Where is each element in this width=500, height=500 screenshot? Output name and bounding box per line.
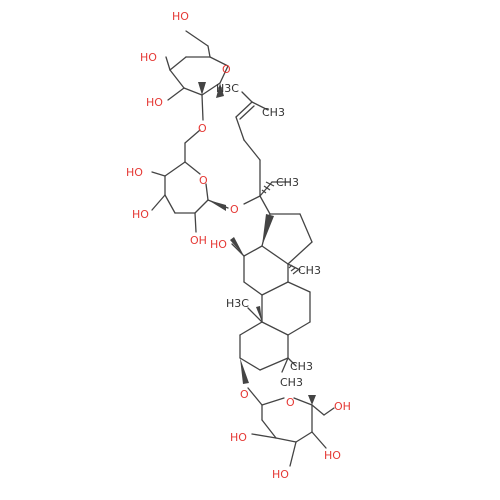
- bond: [259, 195, 271, 215]
- bond: [184, 161, 201, 175]
- bond: [243, 139, 261, 161]
- bond: [183, 87, 203, 96]
- bond: [323, 407, 335, 416]
- atom-label-methyl: CH3: [280, 376, 303, 389]
- bond: [261, 397, 285, 406]
- bond: [165, 56, 171, 71]
- atom-label-ring-oxygen: O: [286, 396, 295, 409]
- bond: [169, 56, 187, 71]
- bond: [281, 357, 289, 373]
- bond: [287, 263, 301, 271]
- bond: [241, 91, 253, 103]
- bond: [289, 441, 297, 467]
- atom-label-hydroxyl: HO: [230, 431, 247, 444]
- atom-label-hydroxyl: HO: [132, 208, 149, 221]
- wedge-bond: [208, 200, 226, 211]
- bond: [167, 87, 185, 101]
- atom-label-hydroxyl: OH: [334, 400, 351, 413]
- bond: [207, 45, 211, 58]
- bond: [201, 82, 221, 96]
- bond: [293, 397, 313, 406]
- atom-label-methyl: CH3: [298, 264, 321, 277]
- wedge-bond: [230, 237, 244, 256]
- bond: [151, 171, 166, 177]
- atom-label-hydroxyl: HO: [324, 449, 341, 462]
- wedge-bond: [308, 395, 316, 405]
- atom-label-methyl: CH3: [290, 360, 313, 373]
- wedge-bond: [198, 82, 206, 95]
- atom-label-methyl: H3C: [226, 297, 249, 310]
- atom-label-methyl: CH3: [262, 106, 285, 119]
- bond: [261, 281, 289, 296]
- atom-label-hydroxyl: HO: [126, 166, 143, 179]
- bond: [243, 245, 263, 257]
- hash-bond: [261, 189, 267, 194]
- bond: [194, 212, 197, 233]
- wedge-bond: [240, 358, 249, 384]
- hash-bond: [263, 185, 271, 191]
- bond: [247, 387, 263, 406]
- bond: [287, 281, 311, 293]
- bond: [201, 94, 204, 121]
- bond: [275, 437, 297, 443]
- bond: [209, 56, 229, 67]
- bond: [239, 357, 261, 371]
- bond: [194, 199, 209, 214]
- bond: [231, 243, 245, 257]
- bond: [235, 116, 245, 141]
- bond: [164, 161, 186, 177]
- atom-label-hydroxyl: HO: [210, 238, 227, 251]
- bond: [243, 195, 261, 205]
- stereo-bonds: [198, 82, 316, 405]
- bond: [251, 433, 277, 439]
- bond: [299, 213, 313, 243]
- bond: [164, 194, 176, 214]
- bond: [261, 245, 289, 265]
- bond: [311, 404, 325, 416]
- atom-label-ring-oxygen: O: [199, 174, 208, 187]
- atom-labels: HO HO HO O H3C CH3 O O HO HO OH O CH3 HO…: [126, 10, 351, 481]
- bond: [287, 357, 297, 367]
- bond: [205, 183, 209, 201]
- bond: [247, 307, 263, 323]
- bond: [239, 321, 263, 336]
- atom-label-hydroxyl: HO: [146, 96, 163, 109]
- hash-bond: [292, 269, 299, 275]
- atom-label-hydroxyl: HO: [272, 468, 289, 481]
- bond: [219, 65, 229, 84]
- hash-bond: [265, 181, 275, 187]
- bond: [287, 241, 313, 265]
- wedge-bond: [256, 306, 262, 322]
- bond: [311, 431, 327, 449]
- hash-bond: [290, 267, 296, 272]
- atom-label-hydroxyl: HO: [172, 10, 189, 23]
- bond: [151, 194, 166, 211]
- bond: [261, 321, 289, 336]
- atom-label-ether-oxygen: O: [198, 122, 207, 135]
- bond: [235, 101, 253, 118]
- bond: [185, 30, 209, 47]
- atom-label-methyl: H3C: [216, 82, 239, 95]
- bond: [243, 281, 263, 296]
- atom-label-ether-oxygen: O: [230, 203, 239, 216]
- atom-label-ether-oxygen: O: [240, 388, 249, 401]
- wedge-bond: [262, 214, 274, 246]
- bond: [261, 419, 277, 439]
- bond: [287, 321, 311, 336]
- bond: [295, 431, 313, 443]
- hash-bond: [288, 264, 293, 269]
- atom-label-hydroxyl: OH: [190, 234, 207, 247]
- bond: [251, 101, 269, 111]
- bond: [184, 129, 201, 144]
- wedge-bond: [216, 83, 224, 98]
- atom-label-methyl: CH3: [276, 176, 299, 189]
- atom-label-hydroxyl: HO: [140, 51, 157, 64]
- bond: [239, 105, 255, 120]
- bond: [259, 357, 289, 371]
- atom-label-ring-oxygen: O: [222, 63, 231, 76]
- bond: [169, 69, 185, 89]
